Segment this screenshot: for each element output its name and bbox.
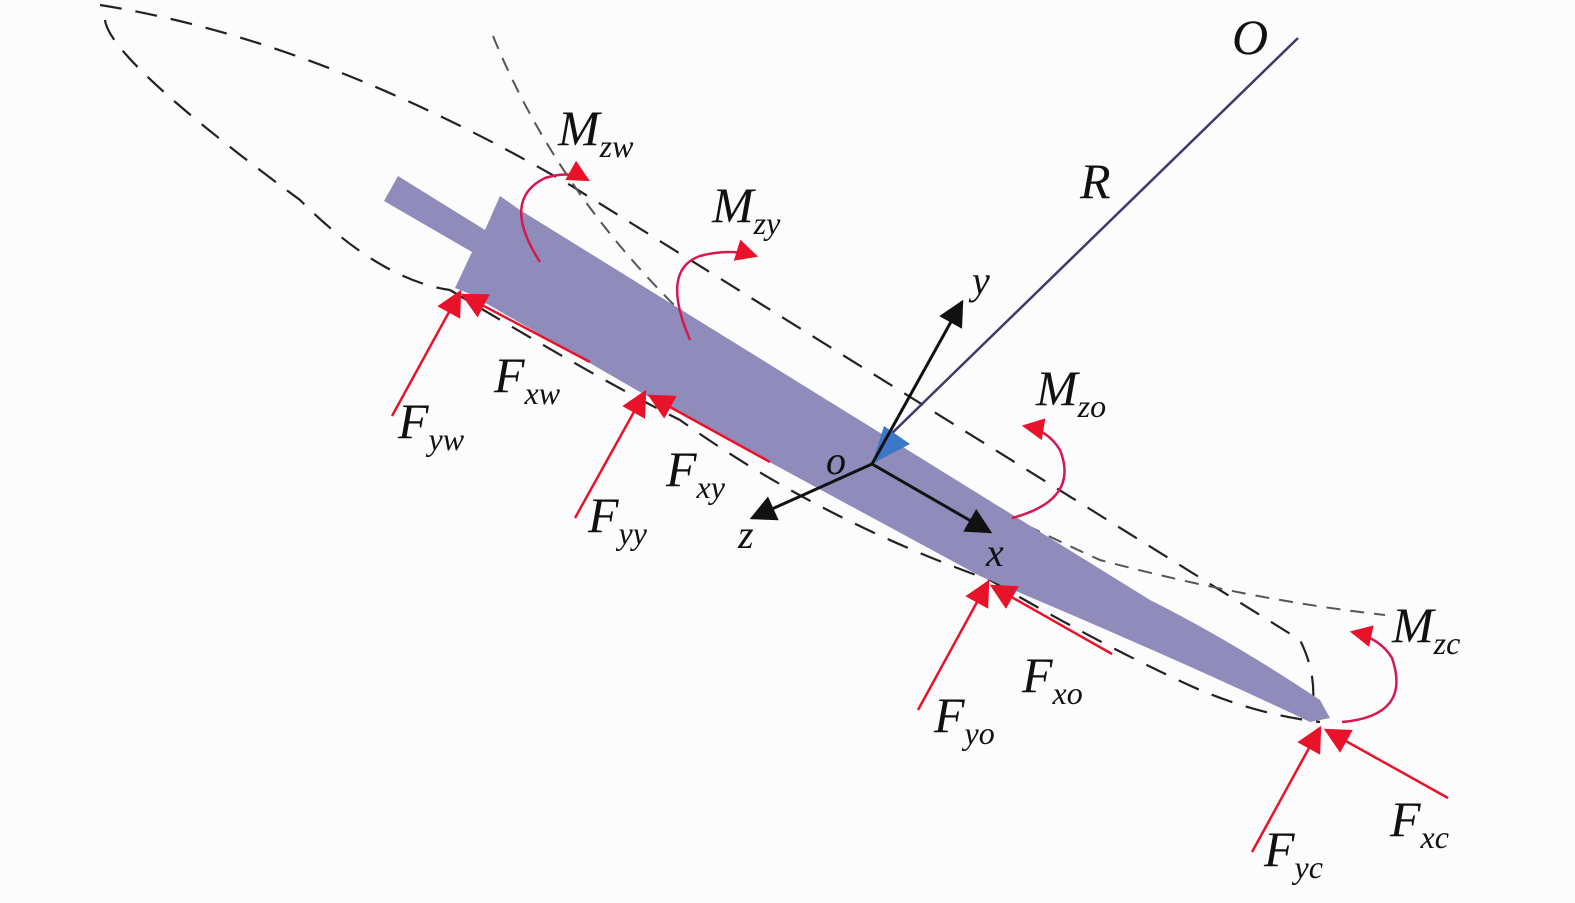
projectile-body [384, 176, 1330, 722]
force-yo-arrow [916, 579, 990, 711]
force-xc-label: Fxc [1389, 791, 1449, 855]
center-label: O [1232, 9, 1268, 65]
moment-zy-label: Mzy [711, 177, 781, 241]
force-xc-arrow [1323, 728, 1449, 800]
radius-line [884, 37, 1299, 441]
moment-zo-label: Mzo [1035, 360, 1106, 424]
force-yy-label: Fyy [587, 487, 648, 551]
lower-envelope-curve [449, 289, 1321, 724]
z-axis-arrow [749, 462, 873, 521]
force-xw-label: Fxw [493, 347, 561, 411]
force-yy-arrow [573, 389, 647, 519]
z-axis-label: z [737, 512, 754, 557]
moment-zo-arrow [1011, 418, 1066, 520]
left-loop-curve [103, 19, 451, 292]
origin-marker [872, 426, 910, 464]
moment-zy-arrow [675, 239, 759, 341]
y-axis-label: y [968, 258, 990, 303]
force-arrows [390, 289, 1449, 853]
force-xo-arrow [989, 584, 1113, 656]
force-xw-arrow [460, 293, 591, 364]
origin-label: o [826, 438, 846, 483]
y-axis-arrow [870, 299, 964, 465]
x-axis-arrow [871, 462, 993, 534]
moment-arrows [519, 160, 1398, 724]
moment-zw-arrow [519, 160, 590, 263]
dashed-envelope [99, 3, 1321, 724]
moment-zw-label: Mzw [557, 100, 634, 164]
force-yo-label: Fyo [933, 687, 995, 751]
moment-zc-label: Mzc [1391, 597, 1460, 661]
force-yw-label: Fyw [397, 393, 465, 457]
force-yw-arrow [390, 289, 462, 417]
force-yc-arrow [1250, 725, 1322, 853]
moment-zc-arrow [1341, 625, 1398, 724]
force-xo-label: Fxo [1021, 647, 1083, 711]
force-yc-label: Fyc [1263, 821, 1323, 885]
radius-label: R [1079, 153, 1111, 209]
upper-envelope-curve [99, 3, 1315, 721]
x-axis-label: x [985, 530, 1004, 575]
force-xy-label: Fxy [665, 441, 726, 505]
force-xy-arrow [647, 394, 771, 464]
